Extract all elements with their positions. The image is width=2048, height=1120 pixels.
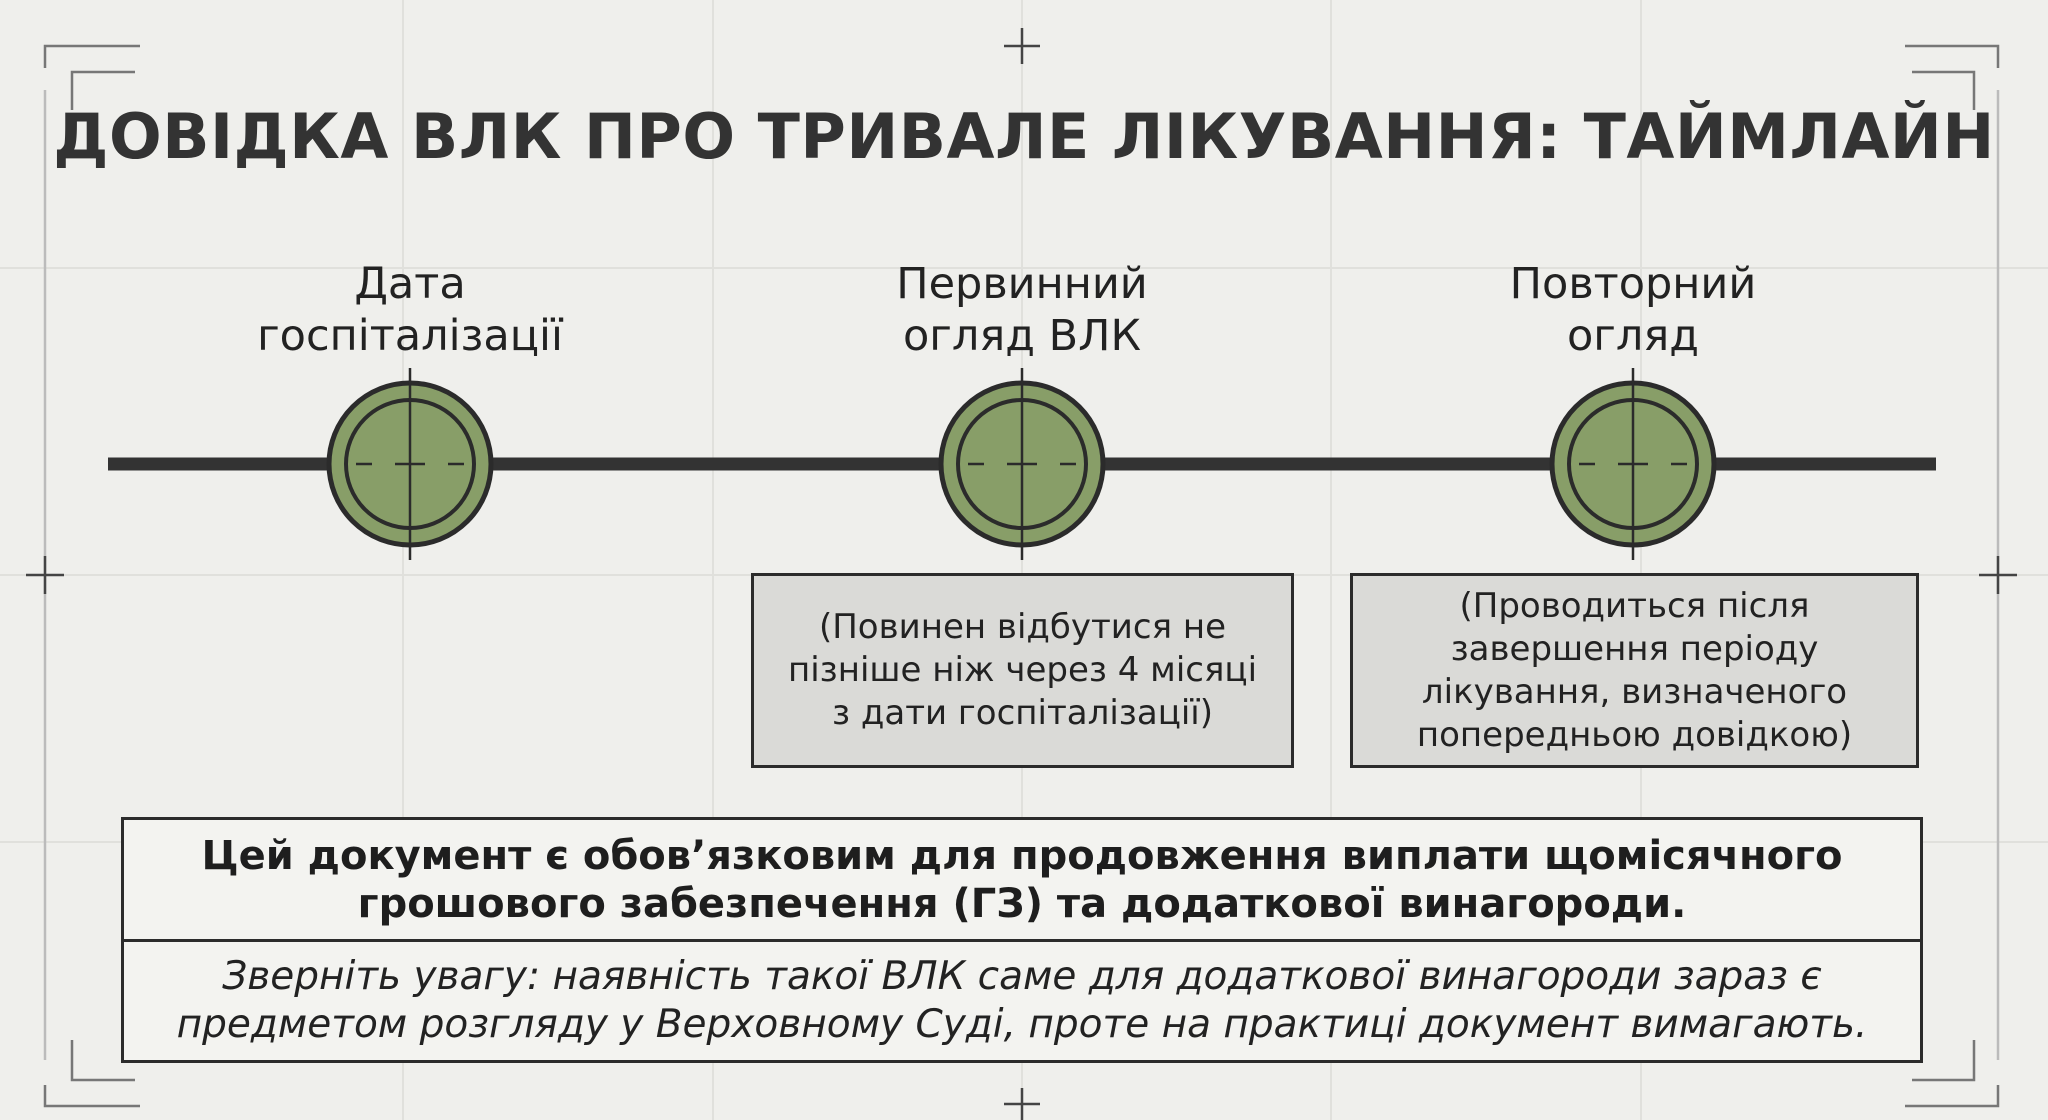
milestone-node-1 bbox=[326, 368, 494, 560]
milestone-label-hospitalization: Дата госпіталізації bbox=[257, 259, 563, 361]
info-box: Цей документ є обов’язковим для продовже… bbox=[121, 817, 1923, 1063]
milestone-label-initial-review: Первинний огляд ВЛК bbox=[896, 259, 1148, 361]
note-box-initial-review: (Повинен відбутися не пізніше ніж через … bbox=[751, 573, 1294, 768]
corner-bottom-right-inner bbox=[1912, 1040, 1976, 1082]
cross-bottom bbox=[1004, 1088, 1040, 1120]
milestone-node-2 bbox=[938, 368, 1106, 560]
milestone-label-repeat-review: Повторний огляд bbox=[1509, 259, 1757, 361]
cross-top bbox=[1004, 28, 1040, 64]
info-main-text: Цей документ є обов’язковим для продовже… bbox=[124, 820, 1920, 942]
corner-bottom-left-inner bbox=[70, 1040, 135, 1082]
cross-left bbox=[26, 556, 64, 594]
page-title: ДОВІДКА ВЛК ПРО ТРИВАЛЕ ЛІКУВАННЯ: ТАЙМЛ… bbox=[53, 100, 1995, 173]
milestone-node-3 bbox=[1549, 368, 1717, 560]
corner-top-right bbox=[1905, 44, 2000, 68]
info-note-text: Зверніть увагу: наявність такої ВЛК саме… bbox=[176, 954, 1868, 1047]
corner-bottom-right bbox=[1905, 1085, 2000, 1108]
corner-top-left bbox=[43, 44, 140, 68]
registration-marks bbox=[26, 28, 2017, 1120]
corner-top-left-inner bbox=[70, 70, 135, 110]
corner-top-right-inner bbox=[1912, 70, 1976, 110]
note-box-repeat-review: (Проводиться після завершення періоду лі… bbox=[1350, 573, 1919, 768]
corner-bottom-left bbox=[43, 1085, 140, 1108]
cross-right bbox=[1979, 556, 2017, 594]
